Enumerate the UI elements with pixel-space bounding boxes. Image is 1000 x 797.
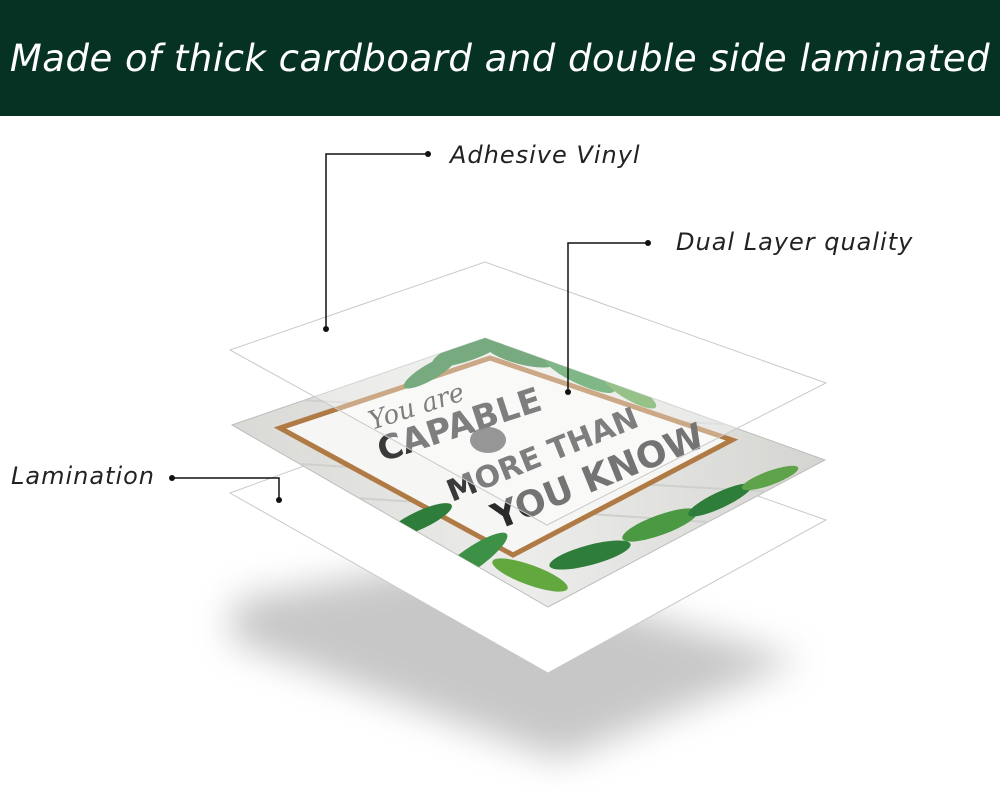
adhesive-vinyl-sheet xyxy=(228,261,828,526)
lamination-label: Lamination xyxy=(11,462,156,490)
adhesive-vinyl-label: Adhesive Vinyl xyxy=(450,141,641,169)
header-banner: Made of thick cardboard and double side … xyxy=(0,0,1000,116)
of-badge xyxy=(470,427,506,453)
callout-lamination xyxy=(172,477,280,500)
callout-dual-layer xyxy=(567,242,648,392)
poster-board: You are CAPABLE of MORE THAN YOU KNOW xyxy=(230,337,827,608)
drop-shadow xyxy=(230,560,800,760)
layer-illustration: You are CAPABLE of MORE THAN YOU KNOW xyxy=(169,151,828,760)
callout-adhesive-vinyl xyxy=(325,153,428,329)
banner-title: Made of thick cardboard and double side … xyxy=(9,36,991,80)
dual-layer-label: Dual Layer quality xyxy=(676,228,914,256)
